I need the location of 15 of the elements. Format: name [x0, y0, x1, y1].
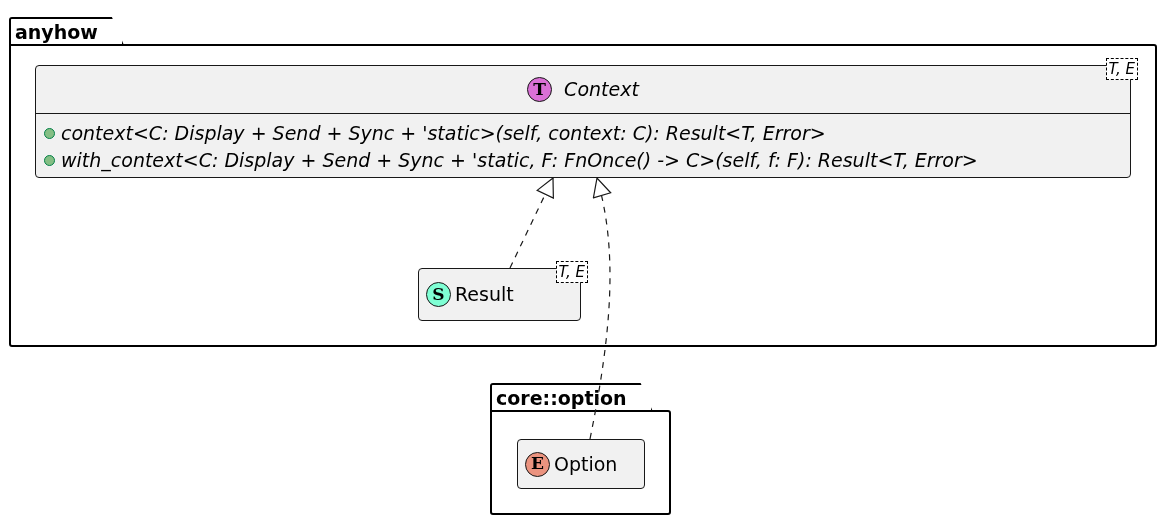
package-tab: core::option: [490, 383, 653, 411]
class-name: Context: [564, 77, 639, 103]
method-signature: with_context<C: Display + Send + Sync + 'static, F: FnOnce() -> C>(self, f: F): Result<T, Error>: [61, 148, 978, 174]
method-signature: context<C: Display + Send + Sync + 'static>(self, context: C): Result<T, Error>: [61, 121, 826, 147]
stereotype-badge: E: [525, 451, 550, 477]
realization-arrow: [509, 177, 554, 269]
generic-parameter: T, E: [555, 261, 588, 283]
stereotype-badge: T: [527, 77, 553, 102]
class-box: [517, 439, 645, 489]
generic-parameter: T, E: [1105, 58, 1138, 80]
realization-arrow: [589, 177, 611, 440]
class-name: Result: [455, 282, 514, 308]
package-tab: anyhow: [9, 17, 124, 45]
stereotype-badge: S: [426, 282, 451, 307]
class-name: Option: [554, 451, 618, 477]
